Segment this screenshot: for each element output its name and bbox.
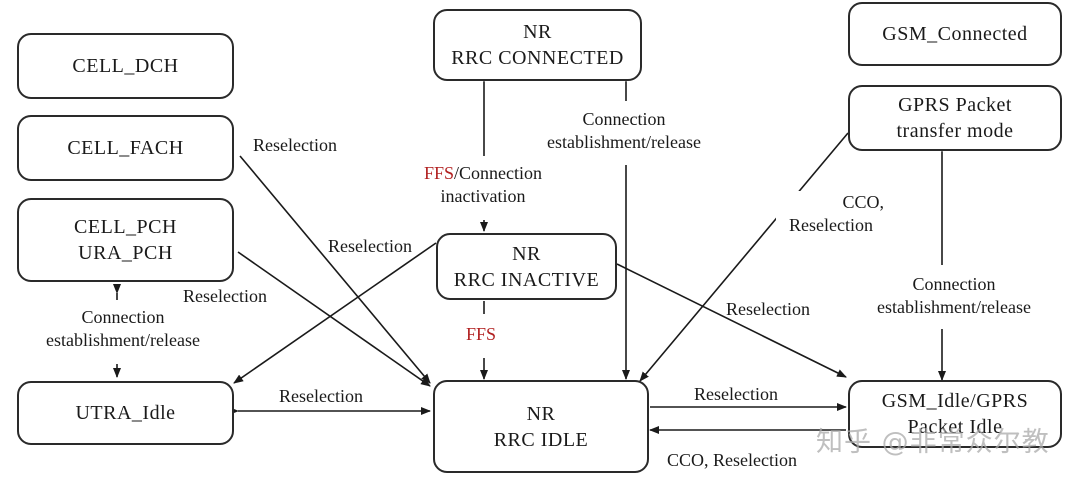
label-conn-est-release-nr-line-2: establishment/release <box>547 132 701 152</box>
state-nr-rrc-connected: NR RRC CONNECTED <box>433 9 642 81</box>
label-reselection-inactive-utra: Reselection <box>328 236 412 256</box>
state-nr-idle-line-2: RRC IDLE <box>493 428 589 451</box>
state-nr-idle-line-1: NR <box>526 402 556 425</box>
state-nr-connected-line-1: NR <box>523 21 552 43</box>
label-cco-reselection-gsm: CCO, Reselection <box>667 450 797 470</box>
label-reselection-gprs-line-2: Reselection <box>789 215 873 235</box>
label-cco-reselection-gprs: CCO, Reselection <box>776 191 886 237</box>
state-gsm-idle-line-1: GSM_Idle/GPRS <box>881 390 1029 412</box>
arrow-inactive-to-utra-idle <box>233 242 437 384</box>
label-reselection-pch: Reselection <box>183 286 267 306</box>
label-reselection-nr-gsm: Reselection <box>694 384 778 404</box>
label-panel-pch-utra <box>0 300 248 364</box>
label-panel-ffs-connection <box>358 156 608 220</box>
state-utra-idle-line-1: UTRA_Idle <box>75 402 176 424</box>
label-conn-est-release-gsm: Connection establishment/release <box>838 273 1070 319</box>
label-conn-est-release-nr-line-1: Connection <box>582 109 666 129</box>
label-ffs-connection-line-1: FFS/Connection <box>380 162 586 185</box>
state-cell-dch: CELL_DCH <box>17 33 234 99</box>
label-reselection-utra-nr: Reselection <box>279 386 363 406</box>
label-reselection-inactive-gsm: Reselection <box>726 299 810 319</box>
watermark: 知乎 @非常众尔教 <box>816 427 1050 458</box>
state-gsm-idle-line-2: Packet Idle <box>907 416 1003 438</box>
state-nr-connected-line-2: RRC CONNECTED <box>451 47 624 69</box>
state-nr-inactive-line-1: NR <box>512 242 541 265</box>
state-cell-pch-line-2: URA_PCH <box>78 242 173 264</box>
label-ffs-connection-inactivation: FFS/Connection inactivation <box>380 162 586 208</box>
label-conn-est-release-utra-line-2: establishment/release <box>46 330 200 350</box>
arrow-pch-to-nr-idle <box>237 251 431 387</box>
label-conn-est-release-gsm-line-1: Connection <box>912 274 996 294</box>
state-nr-rrc-inactive: NR RRC INACTIVE <box>436 233 617 300</box>
state-cell-fach: CELL_FACH <box>17 115 234 181</box>
label-ffs-inactive-idle: FFS <box>466 324 497 344</box>
arrow-fach-to-nr-idle <box>239 155 431 384</box>
label-panel-gprs-gsm <box>828 265 1080 329</box>
state-cell-pch-ura-pch: CELL_PCH URA_PCH <box>17 198 234 282</box>
label-panel-ffs <box>425 314 542 358</box>
label-reselection-fach: Reselection <box>253 135 337 155</box>
arrow-gprs-to-nr-idle <box>639 132 849 382</box>
state-gprs-packet-transfer: GPRS Packet transfer mode <box>848 85 1062 151</box>
state-gprs-packet-line-1: GPRS Packet <box>898 94 1012 116</box>
state-gsm-connected: GSM_Connected <box>848 2 1062 66</box>
state-gsm-idle-gprs-packet-idle: GSM_Idle/GPRS Packet Idle <box>848 380 1062 448</box>
arrow-inactive-to-gsm-idle <box>616 263 847 378</box>
label-conn-est-release-nr: Connection establishment/release <box>508 108 740 154</box>
label-cco-gprs-line-1: CCO, <box>842 192 884 212</box>
label-ffs-red: FFS <box>423 163 455 183</box>
state-cell-fach-line-1: CELL_FACH <box>67 137 184 159</box>
label-conn-est-release-utra: Connection establishment/release <box>10 306 236 352</box>
label-panel-connected-idle <box>498 101 750 165</box>
label-conn-est-release-utra-line-1: Connection <box>81 307 165 327</box>
state-cell-dch-line-1: CELL_DCH <box>72 55 179 77</box>
label-conn-est-release-gsm-line-2: establishment/release <box>877 297 1031 317</box>
state-utra-idle: UTRA_Idle <box>17 381 234 445</box>
label-inactivation: inactivation <box>440 186 526 206</box>
state-gprs-packet-line-2: transfer mode <box>896 120 1014 142</box>
state-cell-pch-line-1: CELL_PCH <box>74 216 177 238</box>
state-nr-rrc-idle: NR RRC IDLE <box>433 380 649 473</box>
state-gsm-connected-line-1: GSM_Connected <box>882 23 1028 45</box>
label-connection-part: /Connection <box>454 163 543 183</box>
state-nr-inactive-line-2: RRC INACTIVE <box>453 268 600 291</box>
